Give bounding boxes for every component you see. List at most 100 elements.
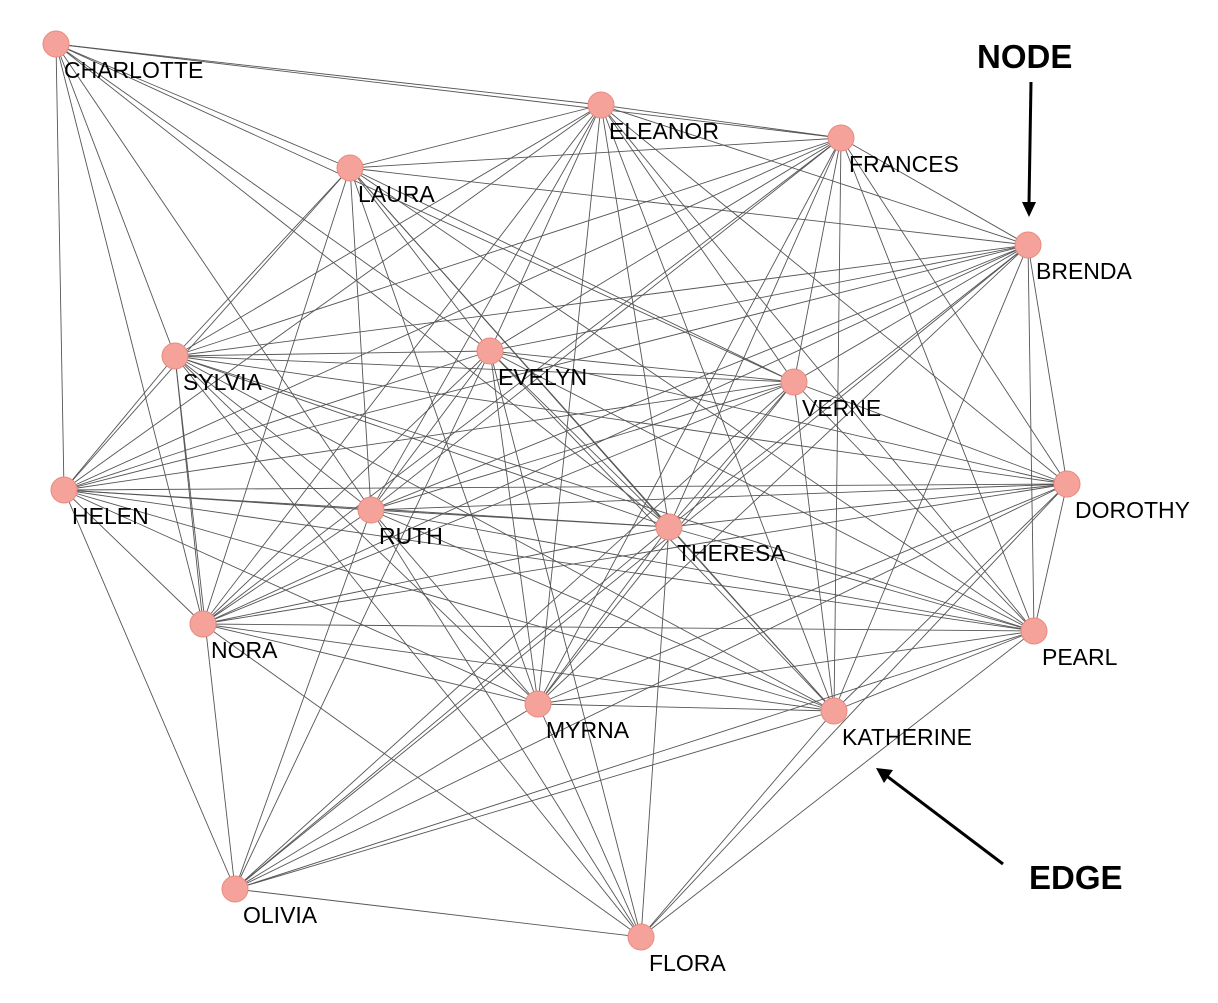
node-label: VERNE	[802, 395, 881, 421]
edge-frances-ruth	[370, 137, 842, 511]
edge-eleanor-evelyn	[489, 104, 602, 352]
edge-theresa-olivia	[234, 526, 670, 890]
node-callout-label: NODE	[977, 38, 1072, 75]
edge-sylvia-pearl	[174, 355, 1035, 632]
edge-callout-label: EDGE	[1029, 859, 1123, 896]
node-circle[interactable]	[1020, 617, 1048, 645]
node-label: PEARL	[1042, 644, 1118, 670]
node-circle[interactable]	[780, 368, 808, 396]
edge-nora-flora	[202, 623, 642, 938]
edge-dorothy-nora	[202, 483, 1068, 625]
edge-verne-pearl	[793, 381, 1035, 632]
node-label: KATHERINE	[842, 724, 972, 750]
node-circle[interactable]	[1014, 231, 1042, 259]
edge-evelyn-dorothy	[489, 350, 1068, 485]
node-circle[interactable]	[820, 697, 848, 725]
edge-myrna-katherine	[537, 703, 835, 712]
node-circle[interactable]	[476, 337, 504, 365]
edge-theresa-dorothy	[668, 483, 1068, 528]
edge-pearl-katherine	[833, 630, 1035, 712]
node-dorothy[interactable]: DOROTHY	[1053, 470, 1190, 523]
node-circle[interactable]	[827, 124, 855, 152]
node-label: FLORA	[649, 950, 726, 976]
edge-brenda-ruth	[370, 244, 1029, 511]
node-circle[interactable]	[655, 513, 683, 541]
node-callout-arrow-icon	[1027, 81, 1033, 205]
node-circle[interactable]	[161, 342, 189, 370]
node-laura[interactable]: LAURA	[336, 154, 435, 207]
edge-olivia-flora	[234, 888, 642, 938]
edge-pearl-olivia	[234, 630, 1035, 890]
node-sylvia[interactable]: SYLVIA	[161, 342, 262, 395]
edge-evelyn-ruth	[370, 350, 491, 511]
edge-verne-theresa	[668, 381, 795, 528]
edge-nora-pearl	[202, 623, 1035, 632]
edge-evelyn-nora	[202, 350, 491, 625]
node-verne[interactable]: VERNE	[780, 368, 881, 421]
edge-theresa-flora	[640, 526, 670, 938]
edge-verne-nora	[202, 381, 795, 625]
node-circle[interactable]	[189, 610, 217, 638]
node-circle[interactable]	[42, 30, 70, 58]
edge-theresa-katherine	[668, 526, 835, 712]
edge-sylvia-ruth	[174, 355, 372, 511]
node-eleanor[interactable]: ELEANOR	[587, 91, 719, 144]
edge-pearl-flora	[640, 630, 1035, 938]
edge-theresa-myrna	[537, 526, 670, 705]
node-evelyn[interactable]: EVELYN	[476, 337, 587, 390]
edge-ruth-nora	[202, 509, 372, 625]
edge-charlotte-ruth	[55, 43, 372, 511]
edge-frances-brenda	[840, 137, 1029, 246]
edge-laura-sylvia	[174, 167, 351, 357]
edge-sylvia-verne	[174, 355, 795, 383]
node-nora[interactable]: NORA	[189, 610, 278, 663]
edge-sylvia-evelyn	[174, 350, 491, 357]
edge-laura-evelyn	[349, 167, 491, 352]
node-circle[interactable]	[1053, 470, 1081, 498]
edge-verne-myrna	[537, 381, 795, 705]
node-circle[interactable]	[357, 496, 385, 524]
edge-callout-arrowhead-icon	[876, 768, 893, 783]
edge-sylvia-flora	[174, 355, 642, 938]
node-circle[interactable]	[50, 476, 78, 504]
node-olivia[interactable]: OLIVIA	[221, 875, 318, 928]
node-flora[interactable]: FLORA	[627, 923, 726, 976]
node-brenda[interactable]: BRENDA	[1014, 231, 1133, 284]
edge-frances-sylvia	[174, 137, 842, 357]
node-katherine[interactable]: KATHERINE	[820, 697, 972, 750]
edge-myrna-flora	[537, 703, 642, 938]
node-charlotte[interactable]: CHARLOTTE	[42, 30, 203, 83]
node-label: LAURA	[358, 181, 435, 207]
edge-sylvia-helen	[63, 355, 176, 491]
edge-frances-pearl	[840, 137, 1035, 632]
node-myrna[interactable]: MYRNA	[524, 690, 630, 743]
edge-brenda-dorothy	[1027, 244, 1068, 485]
edge-eleanor-helen	[63, 104, 602, 491]
edge-brenda-helen	[63, 244, 1029, 491]
nodes-layer: CHARLOTTE ELEANOR FRANCES LAURA BRENDA SYLVIA…	[42, 30, 1190, 976]
edge-dorothy-pearl	[1033, 483, 1068, 632]
node-circle[interactable]	[524, 690, 552, 718]
node-pearl[interactable]: PEARL	[1020, 617, 1118, 670]
edge-laura-myrna	[349, 167, 539, 705]
edge-laura-nora	[202, 167, 351, 625]
edge-eleanor-nora	[202, 104, 602, 625]
node-label: NORA	[211, 637, 278, 663]
node-theresa[interactable]: THERESA	[655, 513, 786, 566]
node-label: RUTH	[379, 523, 443, 549]
node-circle[interactable]	[221, 875, 249, 903]
node-circle[interactable]	[587, 91, 615, 119]
node-ruth[interactable]: RUTH	[357, 496, 443, 549]
node-circle[interactable]	[627, 923, 655, 951]
node-frances[interactable]: FRANCES	[827, 124, 959, 177]
node-helen[interactable]: HELEN	[50, 476, 149, 529]
node-circle[interactable]	[336, 154, 364, 182]
edge-charlotte-frances	[55, 43, 842, 139]
edge-frances-myrna	[537, 137, 842, 705]
edge-laura-ruth	[349, 167, 372, 511]
edge-brenda-evelyn	[489, 244, 1029, 352]
node-label: EVELYN	[498, 364, 587, 390]
edge-evelyn-myrna	[489, 350, 539, 705]
node-label: OLIVIA	[243, 902, 318, 928]
node-label: ELEANOR	[609, 118, 719, 144]
